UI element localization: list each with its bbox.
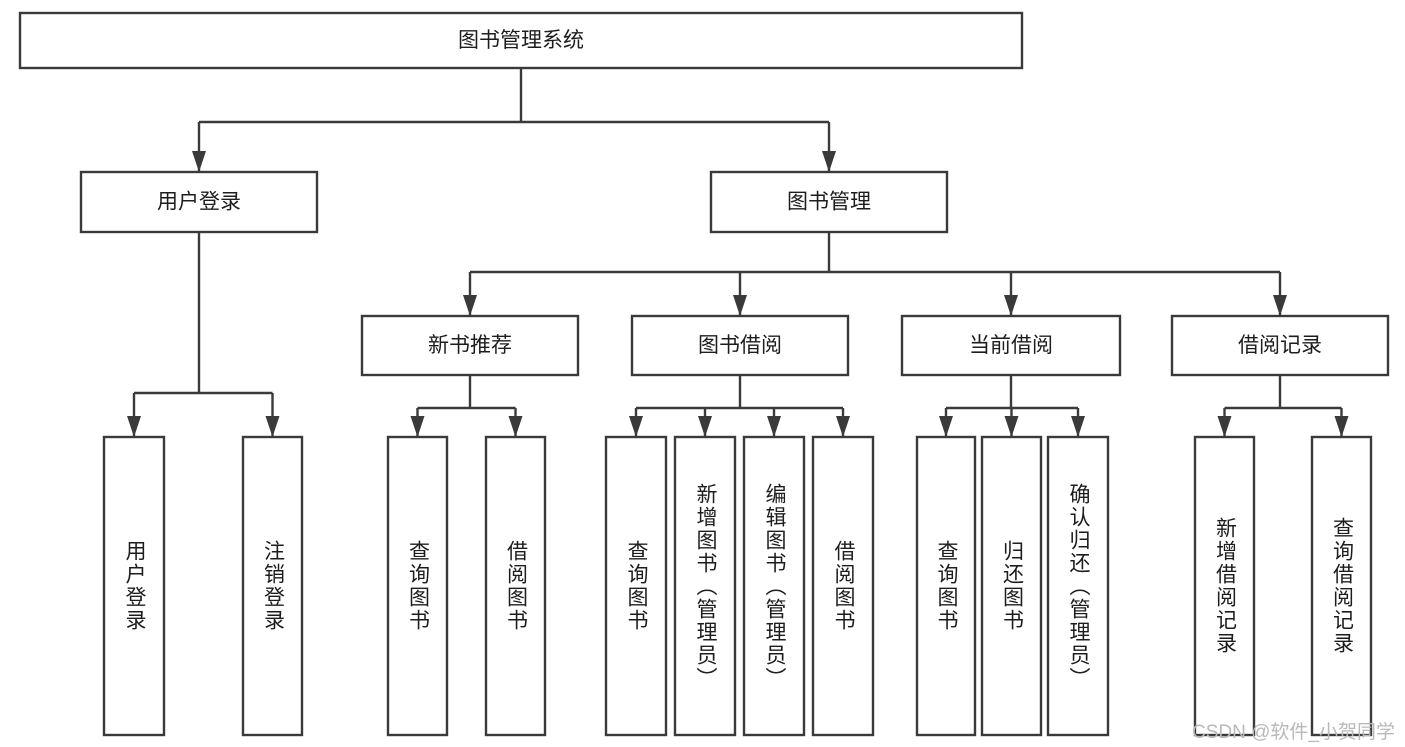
- conn-current-to-leaves-arrow-1: [1004, 416, 1019, 437]
- level3-node-book-borrow[interactable]: [630, 314, 850, 377]
- root-node-root[interactable]: [18, 11, 1024, 70]
- level3-node-new-book-recommend[interactable]: [360, 314, 580, 377]
- conn-recommend-to-leaves-arrow-0: [410, 416, 425, 437]
- level3-node-borrow-record[interactable]: [1170, 314, 1390, 377]
- conn-current-to-leaves-arrow-2: [1071, 416, 1085, 437]
- leaf-node-leaf-query-book-current[interactable]: [915, 435, 977, 737]
- label-book-borrow: 图书借阅: [698, 334, 782, 357]
- level2-node-book-management[interactable]: [709, 170, 949, 234]
- leaf-node-leaf-edit-book-admin[interactable]: [742, 435, 806, 737]
- watermark: CSDN @软件_小贺同学: [1192, 722, 1395, 743]
- conn-record-to-leaves-arrow-1: [1334, 416, 1349, 437]
- leaf-node-leaf-add-book-admin[interactable]: [673, 435, 737, 737]
- leaf-node-leaf-borrow-book[interactable]: [811, 435, 875, 737]
- conn-userlogin-to-leaves-arrow-1: [265, 416, 280, 437]
- label-user-login: 用户登录: [157, 191, 241, 214]
- leaf-node-leaf-query-book-borrow[interactable]: [604, 435, 668, 737]
- conn-root-to-level2-arrow-0: [192, 151, 206, 172]
- label-book-management: 图书管理: [787, 191, 871, 214]
- conn-borrow-to-leaves-arrow-1: [698, 416, 712, 437]
- conn-bookmgmt-to-level3-arrow-2: [1004, 295, 1018, 316]
- conn-current-to-leaves-arrow-0: [939, 416, 953, 437]
- connectors-layer: [127, 68, 1349, 437]
- leaf-node-leaf-query-borrow-record[interactable]: [1310, 435, 1373, 737]
- conn-bookmgmt-to-level3-arrow-1: [733, 295, 747, 316]
- boxes-layer: [18, 11, 1390, 737]
- level3-node-current-borrow[interactable]: [900, 314, 1122, 377]
- conn-bookmgmt-to-level3-arrow-0: [463, 295, 477, 316]
- conn-borrow-to-leaves-arrow-2: [767, 416, 781, 437]
- conn-recommend-to-leaves-arrow-1: [508, 416, 523, 437]
- leaf-node-leaf-confirm-return-admin[interactable]: [1046, 435, 1110, 737]
- conn-root-to-level2-arrow-1: [822, 151, 836, 172]
- label-root: 图书管理系统: [458, 29, 584, 52]
- label-current-borrow: 当前借阅: [969, 334, 1053, 357]
- leaf-node-leaf-user-login[interactable]: [102, 435, 166, 737]
- level2-node-user-login[interactable]: [79, 170, 319, 234]
- conn-record-to-leaves-arrow-0: [1217, 416, 1232, 437]
- conn-borrow-to-leaves-arrow-3: [836, 416, 850, 437]
- conn-borrow-to-leaves-arrow-0: [629, 416, 643, 437]
- leaf-node-leaf-return-book[interactable]: [980, 435, 1043, 737]
- leaf-node-leaf-query-book-recommend[interactable]: [386, 435, 449, 737]
- leaf-node-leaf-add-borrow-record[interactable]: [1193, 435, 1256, 737]
- label-borrow-record: 借阅记录: [1238, 334, 1322, 357]
- leaf-node-leaf-borrow-book-recommend[interactable]: [484, 435, 547, 737]
- conn-bookmgmt-to-level3-arrow-3: [1273, 295, 1287, 316]
- label-new-book-recommend: 新书推荐: [428, 334, 512, 357]
- leaf-node-leaf-logout[interactable]: [241, 435, 304, 737]
- conn-userlogin-to-leaves-arrow-0: [127, 416, 141, 437]
